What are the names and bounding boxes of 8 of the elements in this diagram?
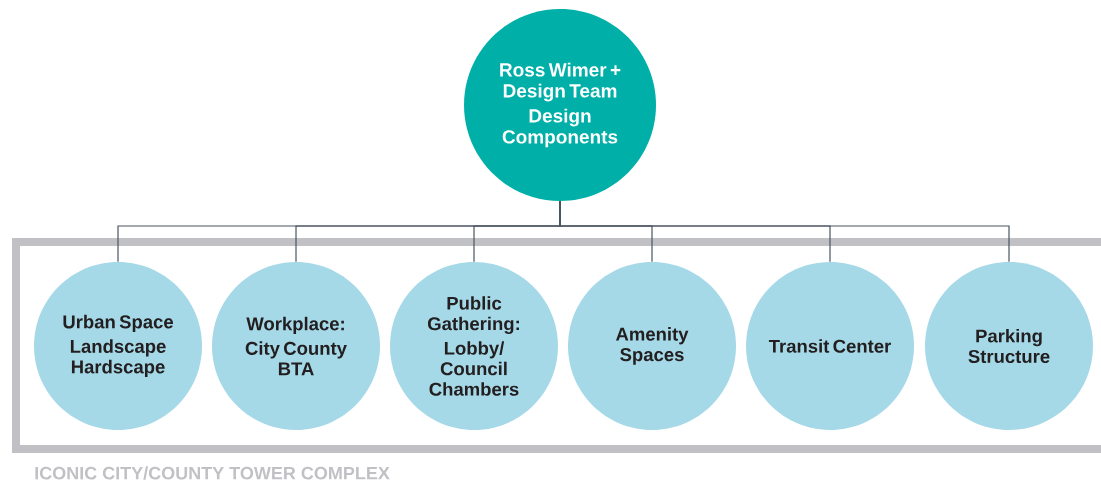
circle-node: Ross Wimer + Design Team Design Components [464, 9, 656, 201]
circle-node: Public Gathering: Lobby/ Council Chambers [390, 262, 558, 430]
circle-node: Transit Center [746, 262, 914, 430]
circle-node: Urban Space Landscape Hardscape [34, 262, 202, 430]
circle-node: Parking Structure [925, 262, 1093, 430]
circle-node: Workplace: City County BTA [212, 262, 380, 430]
connector-line [559, 200, 1010, 263]
circle-node: Amenity Spaces [568, 262, 736, 430]
